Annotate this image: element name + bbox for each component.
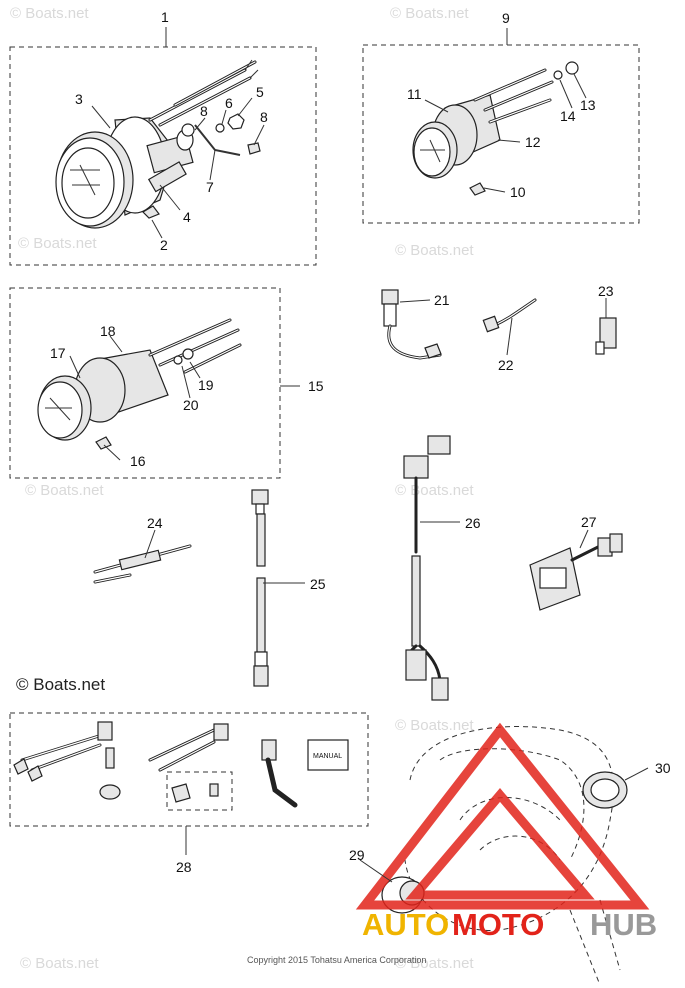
callout-28: 28: [176, 859, 192, 875]
callout-24: 24: [147, 515, 163, 531]
kit-box-15: [9, 287, 281, 479]
callout-3: 3: [75, 91, 83, 107]
brand-logo: AUTO MOTO HUB: [355, 722, 657, 942]
callout-21: 21: [434, 292, 450, 308]
callout-5: 5: [256, 84, 264, 100]
trim-gauge: [412, 61, 579, 196]
callout-26: 26: [465, 515, 481, 531]
wire-harness-short: [93, 544, 192, 584]
watermark: © Boats.net: [390, 5, 469, 22]
callout-18: 18: [100, 323, 116, 339]
callout-10: 10: [510, 184, 526, 200]
engine-sketch: [381, 726, 628, 986]
callout-7: 7: [206, 179, 214, 195]
watermark: © Boats.net: [395, 717, 474, 734]
kit-box-28: [9, 712, 369, 827]
callout-19: 19: [198, 377, 214, 393]
callout-29: 29: [349, 847, 365, 863]
callout-8a: 8: [200, 103, 208, 119]
callout-6: 6: [225, 95, 233, 111]
watermark: © Boats.net: [395, 955, 474, 972]
callout-25: 25: [310, 576, 326, 592]
kit-box-1: [9, 46, 317, 266]
callout-13: 13: [580, 97, 596, 113]
callout-14: 14: [560, 108, 576, 124]
kit-box-9: [362, 44, 640, 224]
wire-lead: [482, 298, 537, 333]
kit-subbox-28: [166, 771, 233, 811]
spacer: [595, 317, 617, 355]
watermark-dark: © Boats.net: [16, 675, 105, 694]
watermark: © Boats.net: [25, 482, 104, 499]
lanyard-switch: [381, 289, 442, 360]
callout-12: 12: [525, 134, 541, 150]
callout-16: 16: [130, 453, 146, 469]
brand-text-moto: MOTO: [452, 907, 544, 942]
copyright-text: Copyright 2015 Tohatsu America Corporati…: [247, 955, 426, 965]
callout-27: 27: [581, 514, 597, 530]
brand-text-hub: HUB: [590, 907, 657, 942]
extension-harness: [251, 489, 269, 687]
callout-9: 9: [502, 10, 510, 26]
callout-20: 20: [183, 397, 199, 413]
callout-15: 15: [308, 378, 324, 394]
panel-switch: [529, 533, 623, 611]
main-harness: [403, 435, 451, 701]
callout-2: 2: [160, 237, 168, 253]
callout-23: 23: [598, 283, 614, 299]
manual-label: MANUAL: [313, 753, 342, 760]
hour-meter-gauge: [37, 318, 242, 450]
callout-group: 1 2 3 4 5 6 7 8 8 9 10 11 12 13 14 15 16…: [50, 9, 671, 875]
watermark: © Boats.net: [18, 235, 97, 252]
kit-contents: MANUAL: [13, 721, 349, 808]
callout-4: 4: [183, 209, 191, 225]
watermark: © Boats.net: [395, 482, 474, 499]
callout-1: 1: [161, 9, 169, 25]
callout-8b: 8: [260, 109, 268, 125]
brand-text-auto: AUTO: [362, 907, 449, 942]
callout-17: 17: [50, 345, 66, 361]
tachometer-gauge: [55, 59, 261, 229]
watermark: © Boats.net: [20, 955, 99, 972]
callout-30: 30: [655, 760, 671, 776]
leader-lines: [69, 27, 649, 883]
callout-22: 22: [498, 357, 514, 373]
watermark-group: © Boats.net © Boats.net © Boats.net © Bo…: [10, 5, 474, 972]
callout-11: 11: [407, 86, 422, 102]
watermark: © Boats.net: [395, 242, 474, 259]
watermark: © Boats.net: [10, 5, 89, 22]
